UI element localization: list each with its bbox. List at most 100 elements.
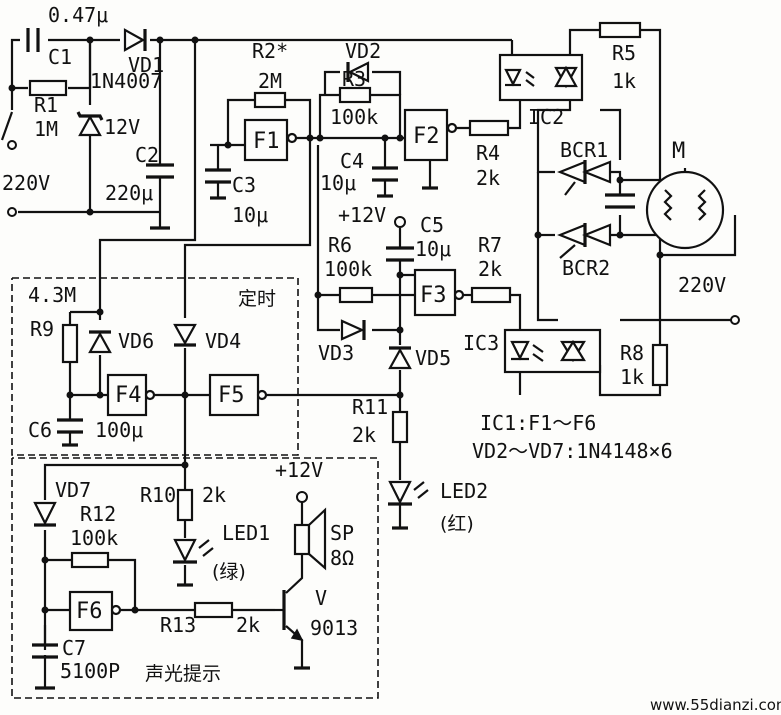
resistor-r13: [193, 601, 234, 619]
label-c6-value: 100μ: [95, 418, 143, 442]
label-alarm-title: 声光提示: [145, 663, 221, 685]
label-r6: R6: [328, 233, 352, 257]
gate-f5: [208, 373, 268, 417]
label-c7: C7: [62, 636, 86, 660]
label-c6: C6: [28, 418, 52, 442]
label-vd3: VD3: [318, 341, 354, 365]
resistor-r4: [468, 119, 510, 137]
gate-f6: [68, 590, 122, 632]
label-r11-value: 2k: [352, 423, 376, 447]
label-watermark: www.55dianzi.com: [650, 696, 781, 714]
label-transistor-type: 9013: [310, 616, 358, 640]
resistor-r8: [651, 343, 669, 387]
label-c5-value: 10μ: [415, 237, 451, 261]
label-r8: R8: [620, 341, 644, 365]
label-r4-value: 2k: [476, 166, 500, 190]
diode-vd5: [388, 346, 412, 370]
capacitor-c1: [26, 28, 40, 52]
label-led1-color: (绿): [212, 561, 246, 583]
label-r6-value: 100k: [324, 257, 372, 281]
label-r2: R2*: [252, 39, 288, 63]
label-supply-12v-bottom: +12V: [275, 458, 323, 482]
label-led2: LED2: [440, 479, 488, 503]
label-sp: SP: [330, 521, 354, 545]
label-bcr1: BCR1: [560, 138, 608, 162]
label-vd2: VD2: [345, 39, 381, 63]
label-vd4: VD4: [205, 329, 241, 353]
label-c7-value: 5100P: [60, 659, 120, 683]
zener-diode: [76, 111, 104, 137]
gate-f3: [413, 268, 465, 317]
label-r13: R13: [160, 613, 196, 637]
timer-block: [11, 277, 299, 456]
resistor-r10: [176, 488, 194, 522]
diode-vd3: [340, 319, 366, 341]
gate-f4: [106, 373, 156, 417]
power-switch: [0, 111, 17, 217]
label-c3-value: 10μ: [232, 203, 268, 227]
label-ic-note: IC1:F1～F6: [480, 411, 596, 435]
diode-vd2: [346, 61, 370, 83]
alarm-block: [11, 457, 379, 699]
supply-terminal-top: [394, 216, 406, 228]
label-supply-12v-top: +12V: [338, 203, 386, 227]
optocoupler-ic3: [503, 328, 602, 374]
diode-vd6: [88, 330, 112, 354]
label-c5: C5: [420, 213, 444, 237]
supply-terminal-bottom: [296, 491, 308, 503]
label-r12: R12: [80, 502, 116, 526]
speaker-sp: [293, 507, 327, 571]
diode-vd4: [173, 323, 197, 347]
diode-vd7: [33, 501, 57, 527]
label-r12-value: 100k: [70, 526, 118, 550]
label-r3-value: 100k: [330, 105, 378, 129]
label-zener-value: 12V: [104, 115, 140, 139]
label-r8-value: 1k: [620, 365, 644, 389]
label-c1-value: 0.47μ: [48, 3, 108, 27]
motor-capacitor: [605, 193, 635, 209]
label-r5: R5: [612, 41, 636, 65]
triac-bcr1: [557, 160, 612, 196]
resistor-r2: [253, 91, 287, 109]
motor-m: [645, 168, 725, 250]
capacitor-c2: [146, 163, 174, 230]
label-led1: LED1: [222, 521, 270, 545]
label-f4: F4: [115, 383, 142, 408]
wires: [10, 28, 737, 688]
label-r2-value: 2M: [258, 69, 282, 93]
label-r13-value: 2k: [236, 613, 260, 637]
resistor-r6: [338, 286, 374, 304]
label-r11: R11: [352, 395, 388, 419]
label-r9: R9: [30, 317, 54, 341]
mains-terminal-right: [730, 315, 740, 325]
label-r3: R3: [342, 67, 366, 91]
triac-bcr2: [557, 223, 612, 259]
label-r5-value: 1k: [612, 69, 636, 93]
label-timer-title: 定时: [238, 288, 276, 310]
resistor-r11: [391, 410, 409, 444]
label-r10: R10: [140, 483, 176, 507]
resistor-r9: [61, 323, 79, 364]
label-vd6: VD6: [118, 329, 154, 353]
resistor-r1: [28, 79, 68, 97]
label-f2: F2: [413, 124, 440, 149]
label-r7-value: 2k: [478, 257, 502, 281]
label-ic3: IC3: [463, 331, 499, 355]
label-c2-value: 220μ: [105, 181, 153, 205]
label-ic2: IC2: [528, 105, 564, 129]
label-f1: F1: [253, 129, 280, 154]
capacitor-c5: [386, 246, 414, 262]
transistor-v: [282, 590, 304, 642]
label-sp-value: 8Ω: [330, 546, 354, 570]
label-f5: F5: [218, 383, 245, 408]
capacitor-c7: [32, 643, 58, 690]
label-vd5: VD5: [415, 346, 451, 370]
label-diode-note: VD2～VD7:1N4148×6: [472, 439, 673, 463]
junctions: [8, 36, 664, 614]
resistor-r7: [470, 286, 512, 304]
label-motor: M: [672, 139, 685, 164]
label-c2: C2: [135, 143, 159, 167]
label-c4-value: 10μ: [320, 171, 356, 195]
label-f6: F6: [76, 599, 103, 624]
